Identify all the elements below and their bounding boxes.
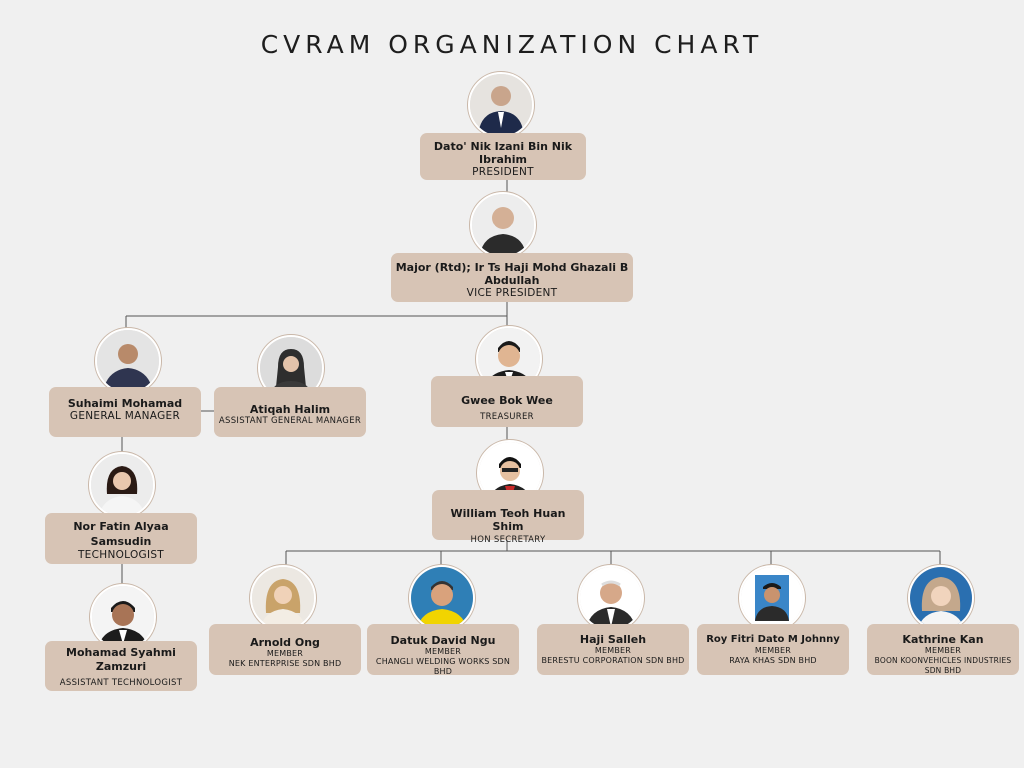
member-photo-haji-salleh <box>578 565 644 631</box>
person-name: Mohamad Syahmi Zamzuri <box>66 646 176 673</box>
person-role: MEMBER <box>924 646 962 655</box>
chart-title: CVRAM ORGANIZATION CHART <box>260 30 764 59</box>
technologist-card: Nor Fatin Alyaa Samsudin TECHNOLOGIST <box>45 513 197 564</box>
person-role: HON SECRETARY <box>470 535 546 545</box>
person-role: MEMBER <box>266 649 304 658</box>
member-card-datuk-david-ngu: Datuk David Ngu MEMBER CHANGLI WELDING W… <box>367 624 519 676</box>
member-organization: BOON KOONVEHICLES INDUSTRIES SDN BHD <box>874 656 1012 675</box>
person-name: Arnold Ong <box>250 636 320 649</box>
hon-secretary-card: William Teoh Huan Shim HON SECRETARY <box>432 490 584 545</box>
general-manager-photo <box>95 328 161 394</box>
president-card: Dato' Nik Izani Bin Nik Ibrahim PRESIDEN… <box>420 133 586 180</box>
president-photo <box>468 72 534 138</box>
person-name: Major (Rtd); Ir Ts Haji Mohd Ghazali B A… <box>395 261 629 287</box>
person-name: Suhaimi Mohamad <box>67 397 183 410</box>
member-organization: BERESTU CORPORATION SDN BHD <box>541 656 685 665</box>
member-photo-kathrine-kan <box>908 565 974 631</box>
person-name: Nor Fatin Alyaa Samsudin <box>73 520 169 548</box>
person-role: PRESIDENT <box>472 166 534 178</box>
technologist-photo <box>89 452 155 518</box>
assistant-technologist-photo <box>90 584 156 650</box>
person-name: Roy Fitri Dato M Johnny <box>706 634 840 645</box>
person-role: ASSISTANT GENERAL MANAGER <box>218 416 362 426</box>
member-photo-roy-fitri <box>739 565 805 631</box>
member-card-haji-salleh: Haji Salleh MEMBER BERESTU CORPORATION S… <box>537 624 689 675</box>
person-role: MEMBER <box>594 646 632 655</box>
member-photo-arnold-ong <box>250 565 316 631</box>
person-name: Gwee Bok Wee <box>461 394 553 407</box>
person-role: MEMBER <box>754 646 792 655</box>
treasurer-card: Gwee Bok Wee TREASURER <box>431 376 583 427</box>
member-organization: CHANGLI WELDING WORKS SDN BHD <box>375 657 511 676</box>
vice-president-card: Major (Rtd); Ir Ts Haji Mohd Ghazali B A… <box>391 253 633 302</box>
assistant-technologist-card: Mohamad Syahmi Zamzuri ASSISTANT TECHNOL… <box>45 641 197 691</box>
person-name: Kathrine Kan <box>902 633 984 646</box>
person-name: Datuk David Ngu <box>390 634 496 647</box>
member-photo-datuk-david-ngu <box>409 565 475 631</box>
member-organization: NEK ENTERPRISE SDN BHD <box>228 659 342 668</box>
member-organization: RAYA KHAS SDN BHD <box>729 656 817 665</box>
person-role: TECHNOLOGIST <box>77 549 165 561</box>
person-role: GENERAL MANAGER <box>69 410 181 422</box>
person-role: ASSISTANT TECHNOLOGIST <box>59 678 183 688</box>
person-role: TREASURER <box>480 412 534 422</box>
assistant-gm-card: Atiqah Halim ASSISTANT GENERAL MANAGER <box>214 387 366 437</box>
vice-president-photo <box>470 192 536 258</box>
person-role: MEMBER <box>424 647 462 656</box>
person-name: Haji Salleh <box>579 633 647 646</box>
person-role: VICE PRESIDENT <box>466 287 558 299</box>
person-name: William Teoh Huan Shim <box>450 507 566 533</box>
member-card-roy-fitri: Roy Fitri Dato M Johnny MEMBER RAYA KHAS… <box>697 624 849 675</box>
person-name: Dato' Nik Izani Bin Nik Ibrahim <box>433 140 573 166</box>
member-card-arnold-ong: Arnold Ong MEMBER NEK ENTERPRISE SDN BHD <box>209 624 361 675</box>
member-card-kathrine-kan: Kathrine Kan MEMBER BOON KOONVEHICLES IN… <box>867 624 1019 675</box>
person-name: Atiqah Halim <box>249 403 331 416</box>
general-manager-card: Suhaimi Mohamad GENERAL MANAGER <box>49 387 201 437</box>
